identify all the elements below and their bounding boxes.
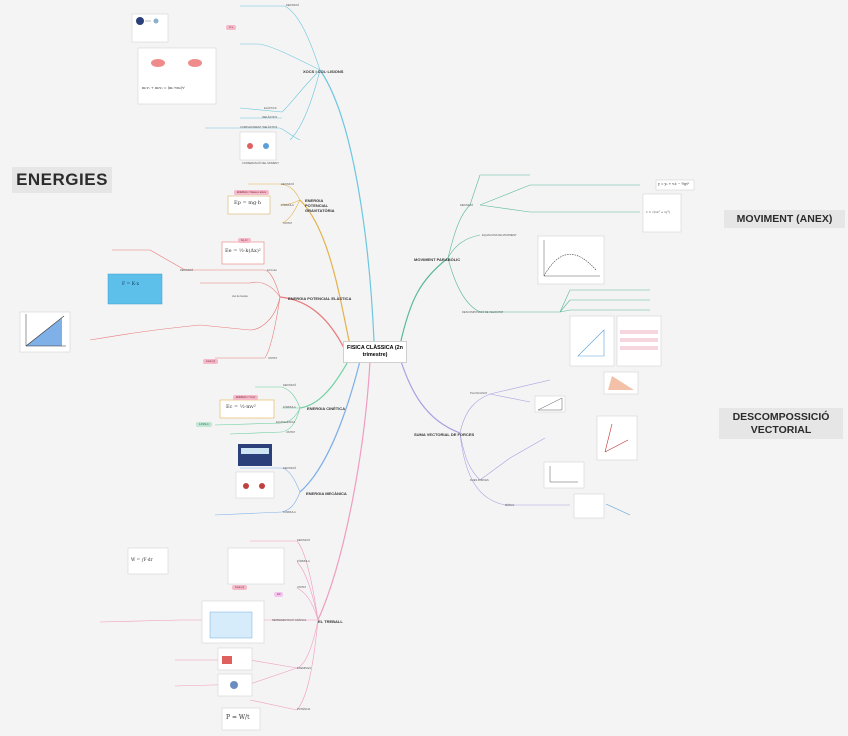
treb-graph bbox=[201, 600, 265, 644]
forc-dues[interactable]: DUES FORCES bbox=[470, 479, 489, 482]
pot-formula-card bbox=[221, 707, 261, 731]
treb-pink[interactable]: Joule (J) bbox=[232, 585, 248, 590]
treb-pink-2[interactable]: kW bbox=[274, 592, 284, 597]
par-definicio[interactable]: DEFINICIÓ bbox=[460, 204, 474, 207]
elast-graph bbox=[19, 311, 71, 353]
pla-inclinat-card bbox=[534, 371, 639, 413]
grav-pink[interactable]: ENERGIA = Massa x altura bbox=[234, 190, 269, 195]
branch-grav bbox=[299, 199, 351, 346]
xocs-inelastics[interactable]: INELÀSTICS bbox=[262, 116, 278, 119]
topic-treball[interactable]: EL TREBALL bbox=[318, 619, 343, 624]
xocs-eq: m₁v₁ + m₂v₂ = (m₁+m₂)v' bbox=[142, 86, 186, 90]
par-vel-text: v = √(vx² + vy²) bbox=[646, 210, 670, 214]
branch-treb bbox=[317, 360, 371, 621]
grav-definicio[interactable]: DEFINICIÓ bbox=[281, 183, 295, 186]
elast-definicio[interactable]: DEFINICIÓ bbox=[180, 269, 194, 272]
forc-pla[interactable]: PLA INCLINAT bbox=[470, 392, 488, 395]
cin-pink[interactable]: ENERGIA = ½mv² bbox=[233, 395, 259, 400]
branch-forc bbox=[399, 357, 461, 434]
xocs-conservacio[interactable]: CONSERVACIÓ DEL MOMENT bbox=[242, 162, 279, 165]
cin-pink-2[interactable]: 1J=1N·m bbox=[196, 422, 212, 427]
branch-xocs bbox=[319, 69, 375, 342]
treb-grafica[interactable]: REPRESENTACIÓ GRÀFICA bbox=[272, 619, 307, 622]
topic-cinetica[interactable]: ENERGIA CINÈTICA bbox=[307, 406, 346, 411]
mec-definicio[interactable]: DEFINICIÓ bbox=[283, 467, 297, 470]
central-line-2: trimestre) bbox=[362, 352, 388, 358]
treb-formula[interactable]: FÓRMULA bbox=[297, 560, 310, 563]
topic-pot-elast[interactable]: ENERGIA POTENCIAL ELÀSTICA bbox=[288, 296, 352, 301]
hooke-formula: F = K·x bbox=[122, 282, 140, 287]
xocs-complet[interactable]: COMPLETAMENT INELÀSTICS bbox=[240, 126, 278, 129]
cin-formula-card bbox=[219, 399, 275, 419]
cin-unitat[interactable]: UNITAT bbox=[286, 431, 295, 434]
cin-equival[interactable]: EQUIVALÈNCIA bbox=[276, 421, 295, 424]
elast-k-pink[interactable]: Kg·m² bbox=[238, 238, 251, 243]
xocs-pink[interactable]: m·v bbox=[226, 25, 236, 30]
topic-forces[interactable]: SUMA VECTORIAL DE FORCES bbox=[414, 432, 475, 437]
cin-formula[interactable]: FÓRMULA bbox=[283, 406, 296, 409]
xocs-definicio[interactable]: DEFINICIÓ bbox=[286, 4, 300, 7]
mec-images bbox=[235, 444, 275, 499]
elast-unitat[interactable]: UNITAT bbox=[268, 357, 277, 360]
par-eq-text: y = y₀ + v₀t − ½gt² bbox=[658, 182, 690, 186]
vel-cards bbox=[569, 315, 662, 367]
descomposicio-title: DESCOMPOSSICIÓ VECTORIAL bbox=[719, 408, 843, 439]
cin-formula-text: Ec = ½·mv² bbox=[226, 404, 256, 410]
topic-parabolic[interactable]: MOVIMENT PARABÒLIC bbox=[414, 257, 461, 262]
elast-hooke[interactable]: Llei de Hooke bbox=[232, 295, 248, 298]
branch-elast bbox=[279, 296, 346, 351]
elast-pink[interactable]: Joule (J) bbox=[203, 359, 219, 364]
treb-definicio[interactable]: DEFINICIÓ bbox=[297, 539, 311, 542]
pot-formula-text: P = W/t bbox=[226, 714, 250, 721]
branch-mec bbox=[299, 360, 361, 493]
mec-formula[interactable]: FÓRMULA bbox=[283, 511, 296, 514]
cin-definicio[interactable]: DEFINICIÓ bbox=[283, 384, 297, 387]
grav-formula-text: Ep = mg·h bbox=[234, 200, 261, 206]
xocs-diagram-card bbox=[131, 13, 277, 161]
forc-modul[interactable]: MÒDUL bbox=[505, 504, 515, 507]
grav-formula-card bbox=[227, 195, 271, 215]
grav-unitat[interactable]: UNITAT bbox=[283, 222, 292, 225]
xocs-elastics[interactable]: ELÀSTICS bbox=[264, 107, 277, 110]
forces-diagram bbox=[543, 415, 638, 519]
par-velocitat[interactable]: DESCOMPOSICIÓ DE VELOCITAT bbox=[462, 311, 504, 314]
treb-formula-text: W = ∫F·dr bbox=[131, 557, 153, 562]
topic-pot-grav[interactable]: ENERGIA POTENCIAL GRAVITATÒRIA bbox=[305, 198, 335, 213]
treb-list-card bbox=[227, 547, 285, 585]
grav-formula[interactable]: FÓRMULA bbox=[281, 204, 294, 207]
parabola-card bbox=[537, 235, 605, 285]
elast-formula-text: Ee = ½·k(Δx)² bbox=[225, 248, 261, 254]
hooke-card bbox=[107, 273, 163, 305]
treb-exemples[interactable]: EXEMPLES bbox=[297, 667, 311, 670]
treb-unitat[interactable]: UNITAT bbox=[297, 586, 306, 589]
energies-title: ENERGIES bbox=[12, 167, 112, 193]
elast-formula[interactable]: Fórmula bbox=[267, 269, 277, 272]
par-equacions[interactable]: EQUACIONS DE MOVIMENT bbox=[482, 234, 517, 237]
topic-xocs[interactable]: XOCS I COL·LISIONS bbox=[303, 69, 344, 74]
par-eq-card bbox=[655, 179, 695, 191]
branch-cin bbox=[299, 357, 351, 409]
central-line-1: FISICA CLÀSSICA (2n bbox=[347, 345, 403, 351]
par-eq2-card bbox=[642, 193, 682, 233]
treb-formula-card bbox=[127, 547, 169, 575]
central-node[interactable]: FISICA CLÀSSICA (2n trimestre) bbox=[343, 341, 407, 363]
topic-mecanica[interactable]: ENERGIA MECÀNICA bbox=[306, 491, 347, 496]
moviment-title: MOVIMENT (ANEX) bbox=[724, 210, 845, 228]
treb-examples bbox=[217, 647, 253, 697]
branch-par bbox=[399, 257, 449, 346]
treb-potencia[interactable]: POTÈNCIA bbox=[297, 708, 311, 711]
